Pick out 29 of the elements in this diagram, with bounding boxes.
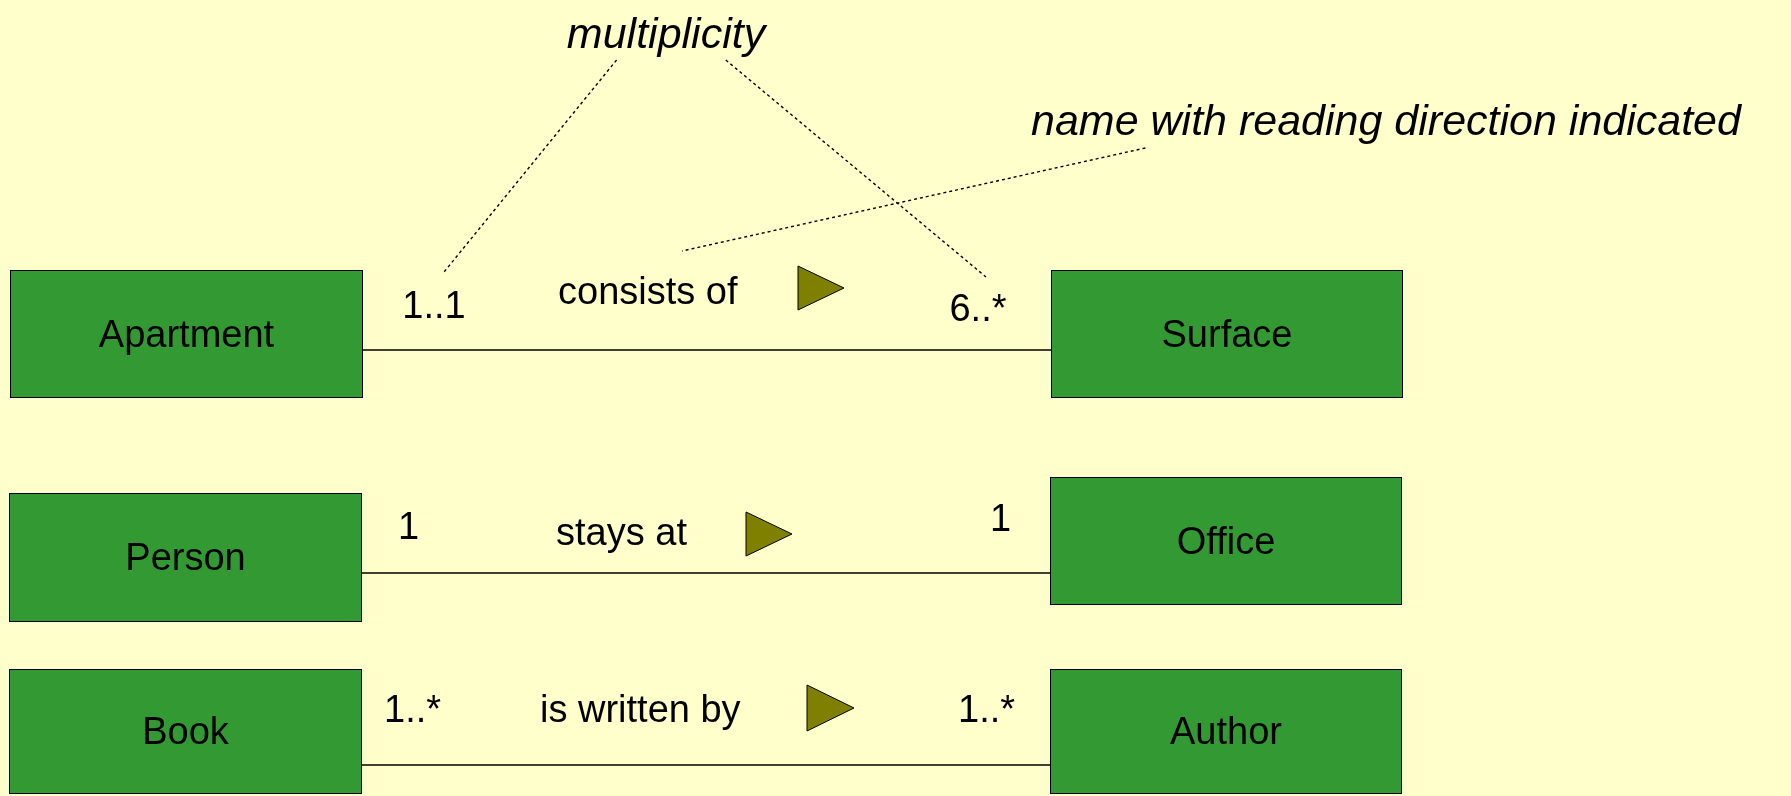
class-name: Book: [142, 710, 229, 753]
multiplicity-text: 1: [398, 505, 420, 548]
class-box: [9, 669, 362, 794]
class-box: [1050, 477, 1402, 605]
association-name: stays at: [556, 511, 687, 554]
association-line: [362, 349, 1052, 351]
association-name: consists of: [558, 270, 738, 313]
class-name: Author: [1170, 710, 1282, 753]
multiplicity-text: 1: [990, 497, 1012, 540]
leader-line: [441, 59, 618, 275]
annotation-text: multiplicity: [566, 8, 766, 58]
multiplicity-text: 6..*: [949, 286, 1007, 330]
association-line: [361, 764, 1051, 766]
association-name: is written by: [540, 688, 741, 731]
class-name: Office: [1176, 519, 1276, 563]
annotation-text: name with reading direction indicated: [1031, 95, 1741, 145]
class-name: Surface: [1161, 312, 1293, 356]
class-box: [10, 270, 363, 398]
multiplicity-text: 1..1: [402, 283, 466, 327]
multiplicity-text: 1..*: [958, 688, 1016, 731]
class-name: Apartment: [98, 312, 275, 356]
association-line: [361, 572, 1051, 574]
class-box: [1050, 669, 1402, 794]
class-name: Person: [125, 536, 246, 579]
multiplicity-text: 1..*: [384, 688, 442, 731]
class-box: [9, 493, 362, 622]
class-box: [1051, 270, 1403, 398]
leader-line: [725, 59, 987, 278]
leader-line: [681, 147, 1147, 252]
